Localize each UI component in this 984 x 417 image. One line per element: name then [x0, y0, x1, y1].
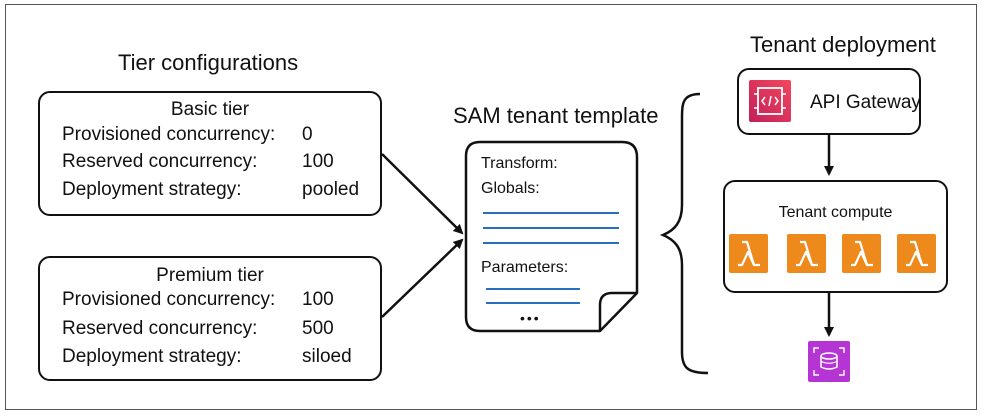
template-parameters-text: Parameters:	[481, 259, 569, 276]
api-gateway-box: API Gateway	[737, 68, 921, 135]
arrow-premium-to-template	[381, 238, 464, 318]
api-gateway-label: API Gateway	[810, 92, 921, 113]
basic-strategy-label: Deployment strategy:	[62, 179, 242, 200]
premium-reserved-value: 500	[302, 318, 334, 339]
tiers-heading: Tier configurations	[118, 50, 299, 75]
tenant-compute-title: Tenant compute	[778, 204, 893, 221]
basic-strategy-value: pooled	[302, 179, 360, 200]
basic-reserved-label: Reserved concurrency:	[62, 151, 258, 172]
premium-tier-box: Premium tier Provisioned concurrency: 10…	[38, 256, 382, 381]
deployment-heading: Tenant deployment	[750, 32, 936, 57]
premium-tier-title: Premium tier	[156, 265, 264, 286]
template-transform-text: Transform:	[481, 155, 558, 172]
premium-strategy-label: Deployment strategy:	[62, 346, 242, 367]
premium-reserved-label: Reserved concurrency:	[62, 318, 258, 339]
lambda-icon	[787, 234, 826, 273]
curly-brace	[659, 92, 709, 375]
basic-tier-box: Basic tier Provisioned concurrency: 0 Re…	[38, 91, 382, 216]
api-gateway-icon	[749, 80, 791, 122]
diagram-frame	[5, 4, 977, 410]
lambda-icon	[897, 234, 936, 273]
tenant-compute-box: Tenant compute	[723, 180, 948, 293]
template-ellipsis: •••	[520, 310, 541, 326]
lambda-icon	[729, 234, 768, 273]
template-globals-text: Globals:	[481, 180, 540, 197]
basic-provisioned-value: 0	[302, 124, 313, 145]
basic-reserved-value: 100	[302, 151, 334, 172]
premium-provisioned-value: 100	[302, 289, 334, 310]
premium-strategy-value: siloed	[302, 346, 352, 367]
premium-provisioned-label: Provisioned concurrency:	[62, 289, 276, 310]
database-icon	[808, 341, 850, 382]
basic-tier-title: Basic tier	[170, 99, 250, 120]
basic-provisioned-label: Provisioned concurrency:	[62, 124, 276, 145]
lambda-icon	[842, 234, 881, 273]
template-heading: SAM tenant template	[453, 103, 659, 128]
arrow-basic-to-template	[381, 153, 464, 235]
